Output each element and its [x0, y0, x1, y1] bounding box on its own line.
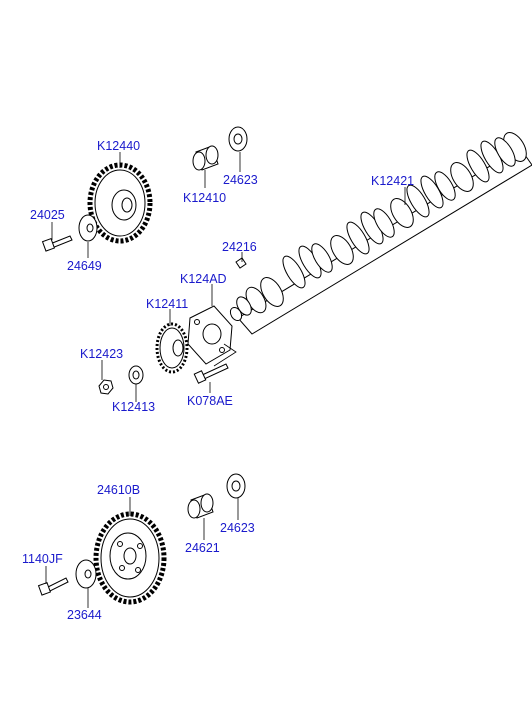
bushing-24621[interactable]	[187, 493, 214, 519]
camshaft-sprocket-bottom[interactable]	[93, 511, 167, 605]
washer-24623-bottom[interactable]	[226, 473, 246, 499]
bushing-k12410[interactable]	[192, 145, 219, 171]
bolt-24025[interactable]	[41, 235, 73, 252]
nut-k12423[interactable]	[98, 379, 114, 395]
washer-k12413[interactable]	[128, 365, 144, 385]
label-k12421[interactable]: K12421	[371, 174, 415, 188]
label-24649[interactable]: 24649	[67, 259, 102, 273]
label-k12413[interactable]: K12413	[112, 400, 156, 414]
label-24610b[interactable]: 24610B	[97, 483, 141, 497]
label-23644[interactable]: 23644	[67, 608, 102, 622]
label-k078ae[interactable]: K078AE	[187, 394, 233, 408]
label-k12411[interactable]: K12411	[146, 297, 189, 311]
washer-23644[interactable]	[75, 559, 97, 589]
small-sprocket[interactable]	[155, 322, 189, 374]
label-24621[interactable]: 24621	[185, 541, 220, 555]
label-24623-top[interactable]: 24623	[223, 173, 258, 187]
thrust-plate[interactable]	[187, 305, 233, 365]
label-k12410[interactable]: K12410	[183, 191, 227, 205]
label-k124ad[interactable]: K124AD	[180, 272, 227, 286]
washer-24649[interactable]	[78, 214, 98, 242]
camshaft[interactable]	[228, 129, 532, 335]
bolt-k078ae[interactable]	[193, 363, 229, 384]
bolt-1140jf[interactable]	[37, 577, 69, 596]
label-24025[interactable]: 24025	[30, 208, 65, 222]
washer-24623-top[interactable]	[228, 126, 248, 152]
camshaft-sprocket-top[interactable]	[87, 162, 153, 244]
label-24623-bottom[interactable]: 24623	[220, 521, 255, 535]
label-1140jf[interactable]: 1140JF	[22, 552, 63, 566]
label-24216[interactable]: 24216	[222, 240, 257, 254]
woodruff-key[interactable]	[235, 257, 247, 269]
label-k12440[interactable]: K12440	[97, 139, 141, 153]
label-k12423[interactable]: K12423	[80, 347, 124, 361]
leader-lines	[45, 152, 406, 608]
